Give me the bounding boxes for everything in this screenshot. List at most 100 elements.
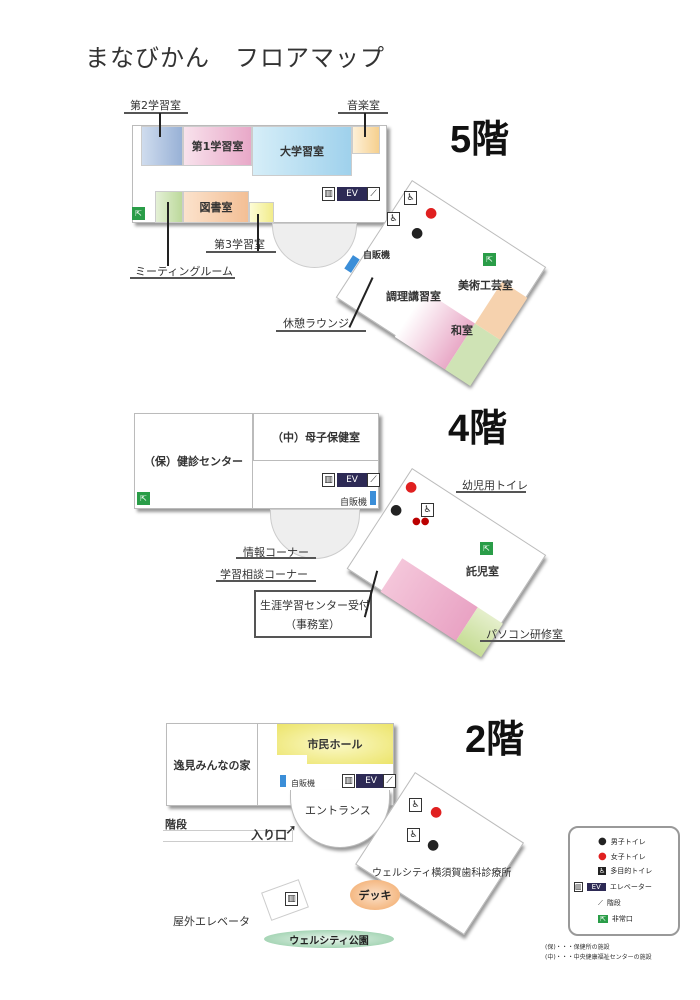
underline [236, 557, 316, 559]
park-area[interactable]: ウェルシティ公園 [264, 930, 394, 948]
underline [456, 491, 526, 493]
underline [216, 580, 316, 582]
legend-label: 多目的トイレ [610, 867, 653, 875]
elevator-ev-badge: EV [337, 187, 367, 201]
label-arts: 美術工芸室 [458, 279, 513, 292]
deck-area[interactable]: デッキ [350, 880, 400, 910]
room-library[interactable]: 図書室 [183, 191, 249, 223]
elevator-icon: ▥ [342, 774, 355, 788]
label-childcare: 託児室 [466, 565, 499, 578]
male-toilet-icon: ● [390, 502, 403, 518]
label-study2: 第2学習室 [130, 99, 181, 112]
room-univ[interactable]: 大学習室 [252, 126, 352, 176]
elevator-ev-badge: EV [337, 473, 367, 487]
label-outdoor-ev: 屋外エレベータ [173, 915, 250, 928]
legend-item: ⟋階段 [598, 898, 700, 908]
female-toilet-icon: ● [425, 205, 438, 221]
room-study2[interactable] [141, 126, 183, 166]
lounge-area [272, 223, 357, 268]
entry-arrow-icon: ➚ [285, 822, 297, 838]
accessible-toilet-icon: ♿ [421, 503, 434, 517]
floor-5-label: 5階 [450, 119, 510, 161]
hall-notch [277, 755, 307, 767]
legend-note-health: (保)・・・保健所の施設 [545, 944, 610, 951]
label-entry: 入り口 [251, 828, 288, 842]
room-checkup[interactable]: （保）健診センター [134, 413, 253, 509]
arrow [257, 214, 259, 251]
emergency-exit-icon: ⇱ [598, 915, 608, 923]
underline [206, 251, 276, 253]
floor-4-label: 4階 [448, 408, 508, 450]
emergency-exit-icon: ⇱ [137, 492, 150, 505]
elevator-icon: ▥ [574, 882, 583, 892]
arrow [364, 113, 366, 137]
accessible-toilet-icon: ♿ [404, 191, 417, 205]
accessible-toilet-icon: ♿ [387, 212, 400, 226]
legend-item: ♿多目的トイレ [598, 866, 700, 876]
accessible-toilet-icon: ♿ [598, 867, 607, 875]
reception-callout-box [254, 590, 372, 638]
label-vending: 自販機 [340, 498, 368, 508]
elevator-ev-badge: EV [586, 883, 606, 891]
room-minna[interactable]: 逸見みんなの家 [166, 723, 258, 806]
elevator-ev-badge: EV [356, 774, 386, 788]
legend-item: ●女子トイレ [598, 851, 700, 862]
label-meeting: ミーティングルーム [135, 265, 234, 278]
room-study3[interactable] [249, 202, 274, 223]
label-japanese: 和室 [451, 324, 473, 337]
arrow [159, 113, 161, 137]
legend-item: ⇱非常口 [598, 914, 700, 924]
room-music[interactable] [352, 126, 380, 154]
label-vending: 自販機 [291, 779, 315, 788]
legend-label: 階段 [606, 899, 621, 907]
legend-item: ●男子トイレ [598, 836, 700, 847]
elevator-icon: ▥ [285, 892, 298, 906]
male-toilet-icon: ● [411, 225, 424, 241]
label-office: （事務室） [285, 618, 340, 631]
female-toilet-icon: ● [598, 851, 607, 862]
label-vending: 自販機 [363, 251, 391, 261]
label-clinic: ウェルシティ横須賀歯科診療所 [372, 868, 512, 879]
male-toilet-icon: ● [427, 837, 440, 853]
label-cooking: 調理講習室 [386, 290, 441, 303]
female-toilet-icon: ● [405, 479, 418, 495]
page-title: まなびかん フロアマップ [85, 44, 385, 72]
floor4-main-building [134, 413, 379, 509]
accessible-toilet-icon: ♿ [407, 828, 420, 842]
underline [124, 112, 188, 114]
underline [480, 640, 565, 642]
male-toilet-icon: ● [598, 836, 607, 847]
kids-toilet-icon: ●● [412, 516, 430, 527]
label-music: 音楽室 [347, 99, 380, 112]
label-info: 情報コーナー [243, 546, 309, 559]
vending-machine-icon [280, 775, 286, 787]
room-maternal[interactable]: （中）母子保健室 [253, 413, 379, 461]
stairs-path [163, 830, 293, 842]
arrow [167, 202, 169, 266]
label-consult: 学習相談コーナー [220, 568, 308, 581]
legend-note-center: (中)・・・中央健康福祉センターの施設 [545, 954, 652, 961]
label-stairs: 階段 [165, 818, 187, 831]
room-study1[interactable]: 第1学習室 [183, 126, 252, 166]
floor-2-label: 2階 [465, 719, 525, 761]
elevator-icon: ▥ [322, 473, 335, 487]
label-study3: 第3学習室 [214, 238, 265, 251]
stairs-icon: ⟋ [598, 898, 603, 907]
female-toilet-icon: ● [430, 804, 443, 820]
accessible-toilet-icon: ♿ [409, 798, 422, 812]
legend-label: エレベーター [609, 883, 652, 891]
emergency-exit-icon: ⇱ [480, 542, 493, 555]
vending-machine-icon [370, 491, 376, 505]
room-meeting[interactable] [155, 191, 183, 223]
underline [276, 330, 366, 332]
label-entrance: エントランス [305, 804, 371, 817]
label-reception: 生涯学習センター受付 [260, 599, 370, 612]
emergency-exit-icon: ⇱ [483, 253, 496, 266]
label-kids-toilet: 幼児用トイレ [462, 479, 528, 492]
legend-label: 非常口 [611, 915, 633, 923]
stairs-icon: ⟋ [383, 774, 396, 788]
stairs-icon: ⟋ [367, 187, 380, 201]
stairs-icon: ⟋ [367, 473, 380, 487]
